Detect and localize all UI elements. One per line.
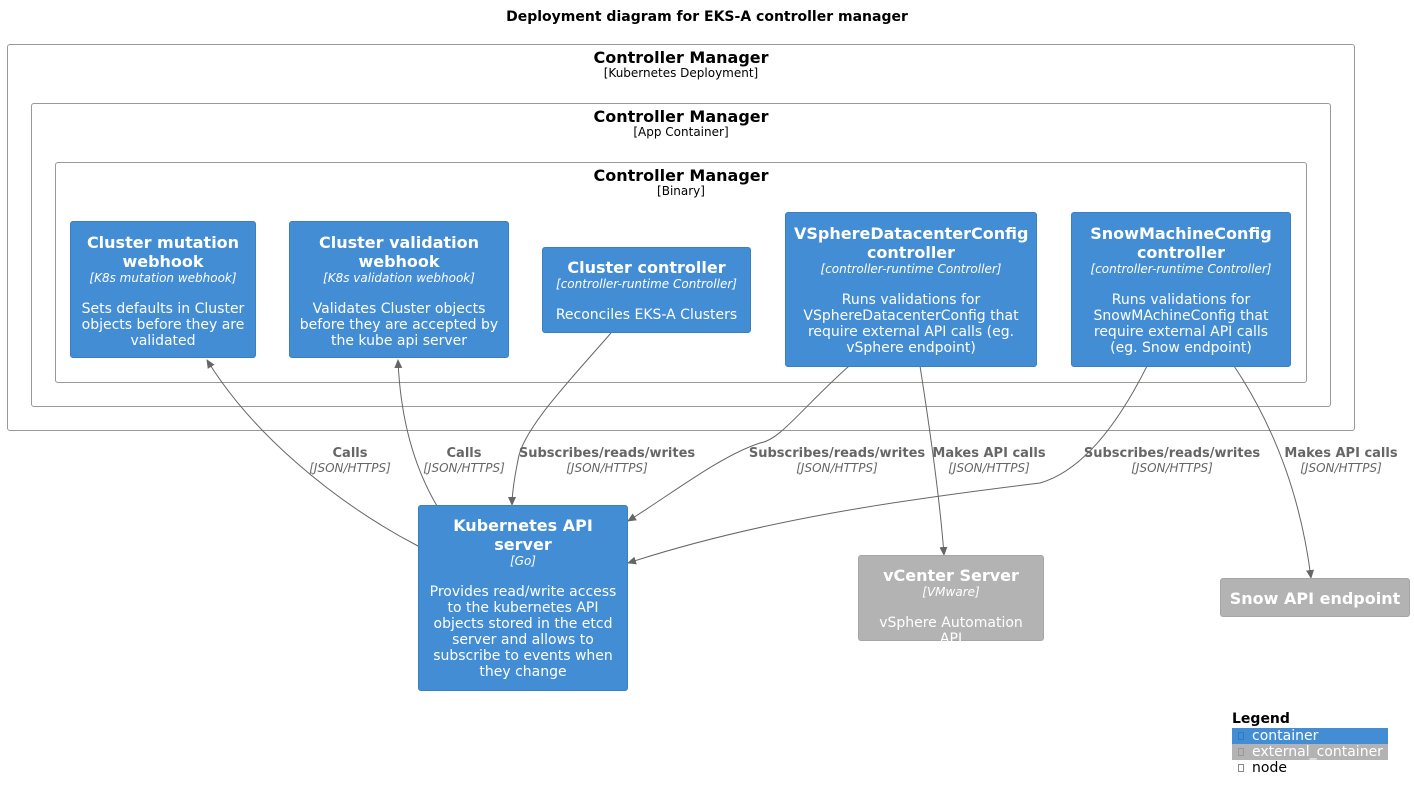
component-technology: [Go] xyxy=(509,554,536,568)
component-kubernetes-api-server: Kubernetes API server [Go] Provides read… xyxy=(418,505,628,691)
edge-label-technology: [JSON/HTTPS] xyxy=(1300,461,1382,475)
component-vspheredatacenterconfig-controller: VSphereDatacenterConfig controller [cont… xyxy=(785,212,1037,367)
legend-swatch xyxy=(1238,732,1244,740)
edge-api-to-mutation xyxy=(206,359,419,547)
component-technology: [K8s mutation webhook] xyxy=(89,271,237,285)
boundary-type: [App Container] xyxy=(633,125,729,139)
edge-label-text: Makes API calls xyxy=(1284,446,1398,461)
component-snowmachineconfig-controller: SnowMachineConfig controller [controller… xyxy=(1071,212,1291,367)
component-description: Provides read/write access to the kubern… xyxy=(429,584,617,680)
edge-cluster-controller-to-api xyxy=(508,332,612,506)
component-name: VSphereDatacenterConfig controller xyxy=(794,224,1029,262)
edge-api-to-validation xyxy=(394,359,438,507)
boundary-name: Controller Manager xyxy=(593,166,769,185)
edge-label-subscribes-vsphere: Subscribes/reads/writes [JSON/HTTPS] xyxy=(747,446,927,475)
edge-label-text: Subscribes/reads/writes xyxy=(1083,446,1261,461)
component-name: Snow API endpoint xyxy=(1229,589,1401,608)
legend-swatch xyxy=(1238,764,1244,772)
component-name: Cluster validation webhook xyxy=(318,233,480,271)
edge-label-technology: [JSON/HTTPS] xyxy=(948,461,1030,475)
edge-label-technology: [JSON/HTTPS] xyxy=(566,461,648,475)
legend-item-label: node xyxy=(1252,760,1287,776)
boundary-name: Controller Manager xyxy=(593,48,769,67)
edge-label-calls-mutation: Calls [JSON/HTTPS] xyxy=(300,446,400,475)
edge-label-calls-validation: Calls [JSON/HTTPS] xyxy=(414,446,514,475)
component-description: Validates Cluster objects before they ar… xyxy=(299,301,499,349)
component-name: Kubernetes API server xyxy=(453,516,593,554)
component-vcenter-server: vCenter Server [VMware] vSphere Automati… xyxy=(858,555,1044,647)
edge-label-text: Subscribes/reads/writes xyxy=(748,446,926,461)
edge-snow-to-snowapi xyxy=(1233,365,1314,579)
component-description: Runs validations for VSphereDatacenterCo… xyxy=(803,292,1019,356)
edge-label-technology: [JSON/HTTPS] xyxy=(309,461,391,475)
component-name: Cluster controller xyxy=(567,258,726,277)
edge-vsphere-to-vcenter xyxy=(919,365,948,556)
edge-label-technology: [JSON/HTTPS] xyxy=(1131,461,1213,475)
legend: Legend container external_container node xyxy=(1232,711,1388,776)
edge-label-subscribes-snow: Subscribes/reads/writes [JSON/HTTPS] xyxy=(1082,446,1262,475)
legend-item-container: container xyxy=(1232,728,1388,744)
legend-swatch xyxy=(1238,748,1244,756)
legend-item-node: node xyxy=(1232,760,1388,776)
edge-label-api-calls-vcenter: Makes API calls [JSON/HTTPS] xyxy=(929,446,1049,475)
boundary-name: Controller Manager xyxy=(593,107,769,126)
component-technology: [controller-runtime Controller] xyxy=(820,262,1002,276)
component-snow-api-endpoint: Snow API endpoint xyxy=(1220,578,1410,617)
component-description: Runs validations for SnowMAchineConfig t… xyxy=(1093,292,1269,356)
diagram-title: Deployment diagram for EKS-A controller … xyxy=(506,9,908,25)
edge-label-technology: [JSON/HTTPS] xyxy=(423,461,505,475)
edge-label-text: Subscribes/reads/writes xyxy=(518,446,696,461)
boundary-type: [Binary] xyxy=(657,184,705,198)
legend-item-label: external_container xyxy=(1252,744,1383,760)
edge-label-technology: [JSON/HTTPS] xyxy=(796,461,878,475)
edge-label-api-calls-snow: Makes API calls [JSON/HTTPS] xyxy=(1281,446,1401,475)
component-name: Cluster mutation webhook xyxy=(86,233,240,271)
component-description: vSphere Automation API xyxy=(879,615,1023,647)
component-cluster-mutation-webhook: Cluster mutation webhook [K8s mutation w… xyxy=(70,221,256,358)
component-description: Reconciles EKS-A Clusters xyxy=(555,307,738,323)
boundary-kubernetes-deployment: Controller Manager [Kubernetes Deploymen… xyxy=(7,44,1355,431)
edge-label-text: Makes API calls xyxy=(932,446,1046,461)
component-technology: [controller-runtime Controller] xyxy=(1090,262,1272,276)
edge-label-subscribes-cluster-controller: Subscribes/reads/writes [JSON/HTTPS] xyxy=(517,446,697,475)
edge-label-text: Calls xyxy=(446,446,482,461)
component-name: SnowMachineConfig controller xyxy=(1090,224,1272,262)
component-cluster-validation-webhook: Cluster validation webhook [K8s validati… xyxy=(289,221,509,358)
component-description: Sets defaults in Cluster objects before … xyxy=(81,301,245,349)
edge-label-text: Calls xyxy=(332,446,368,461)
boundary-app-container: Controller Manager [App Container] xyxy=(31,103,1331,407)
boundary-type: [Kubernetes Deployment] xyxy=(603,66,759,80)
legend-item-label: container xyxy=(1252,728,1319,744)
component-technology: [controller-runtime Controller] xyxy=(556,277,737,291)
component-name: vCenter Server xyxy=(883,566,1019,585)
edge-vsphere-to-api xyxy=(627,365,850,522)
component-technology: [VMware] xyxy=(922,585,980,599)
component-cluster-controller: Cluster controller [controller-runtime C… xyxy=(542,247,751,333)
edge-snow-to-api xyxy=(627,365,1148,565)
boundary-binary: Controller Manager [Binary] xyxy=(55,162,1307,383)
component-technology: [K8s validation webhook] xyxy=(323,271,475,285)
legend-item-external-container: external_container xyxy=(1232,744,1388,760)
legend-title: Legend xyxy=(1232,711,1290,727)
